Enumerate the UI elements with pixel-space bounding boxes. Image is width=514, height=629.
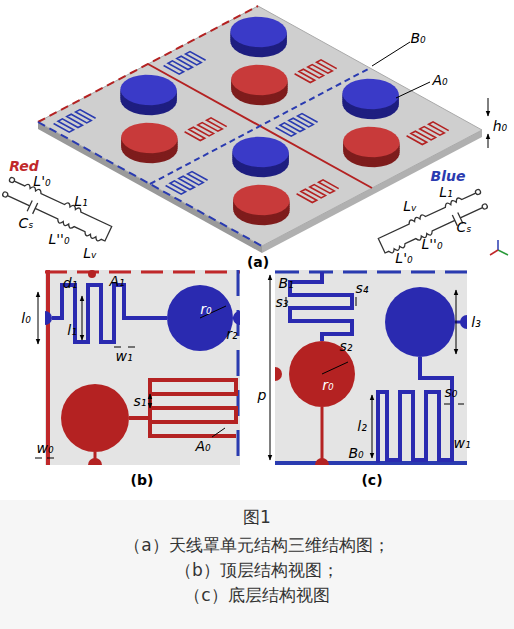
dimension-label: s₁ (134, 394, 147, 408)
resonator-disc (343, 127, 399, 157)
dimension-label: s₂ (340, 339, 353, 353)
dimension-label: B₀ (348, 446, 363, 460)
dimension-label: r₀ (200, 302, 211, 316)
resonator-disc (121, 123, 177, 153)
caption-line: （c）底层结构视图 (184, 587, 329, 604)
dimension-label: B₁ (278, 276, 293, 290)
circuit-element-label: Lᵥ (83, 246, 97, 260)
dimension-label: r₂ (226, 327, 237, 341)
part-label: B₀ (410, 31, 425, 45)
circuit-element-label: Cₛ (19, 216, 34, 230)
dimension-label: w₁ (453, 436, 470, 450)
dimension-label: s₄ (356, 281, 369, 295)
port-label: Blue (431, 169, 466, 183)
resonator-disc (233, 185, 289, 215)
panel-label: (c) (361, 473, 382, 487)
dimension-label: r₀ (322, 378, 333, 392)
caption-line: （a）天线罩单元结构三维结构图； (124, 537, 389, 554)
dimension-label: h₀ (493, 119, 508, 133)
resonator-disc (231, 65, 287, 95)
metal-strip (148, 64, 372, 188)
equivalent-circuit (0, 176, 113, 246)
dimension-label: s₃ (276, 295, 289, 309)
circuit-element-label: L''₀ (421, 237, 442, 251)
dimension-label: l₀ (21, 311, 31, 325)
circuit-element-label: Lᵥ (403, 199, 417, 213)
port-label: Red (9, 159, 39, 173)
substrate-top (38, 6, 482, 246)
resonator-disc (231, 17, 287, 47)
dimension-label: d₁ (63, 276, 78, 290)
meander-line (164, 52, 206, 75)
metal-strip (38, 122, 262, 246)
dimension-label: s₀ (445, 385, 458, 399)
dimension-label: A₀ (195, 439, 210, 453)
caption-line: 图1 (243, 509, 271, 526)
meander-line (295, 60, 337, 83)
circuit-element-label: L''₀ (48, 232, 69, 246)
circuit-element-label: L₁ (439, 185, 452, 199)
panel-label: (a) (247, 255, 269, 269)
meander-line (297, 180, 339, 203)
dimension-label: l₃ (471, 315, 481, 329)
meander-line (54, 110, 96, 133)
part-label: A₀ (432, 73, 447, 87)
circuit-element-label: L'₀ (395, 251, 412, 265)
meander-line (166, 172, 208, 195)
resonator-disc (121, 75, 177, 105)
dimension-label: w₀ (36, 441, 53, 455)
meander-line (407, 122, 449, 145)
panel-label: (b) (131, 473, 154, 487)
dimension-label: l₂ (357, 419, 367, 433)
equivalent-circuit (377, 188, 490, 258)
circuit-element-label: L₁ (74, 194, 87, 208)
dimension-label: l₁ (67, 323, 77, 337)
caption-line: （b）顶层结构视图； (175, 562, 339, 579)
resonator-disc (343, 79, 399, 109)
dimension-label: w₁ (115, 349, 132, 363)
metal-strip (38, 6, 258, 122)
resonator-disc (233, 137, 289, 167)
axes-icon (490, 240, 508, 255)
top-layer-view (35, 270, 240, 465)
circuit-element-label: Cₛ (457, 220, 472, 234)
circuit-element-label: L'₀ (33, 174, 50, 188)
dimension-label: A₁ (109, 274, 124, 288)
meander-line (276, 114, 318, 137)
meander-line (185, 118, 227, 141)
bottom-layer-view (270, 270, 467, 465)
dimension-label: p (258, 388, 267, 402)
